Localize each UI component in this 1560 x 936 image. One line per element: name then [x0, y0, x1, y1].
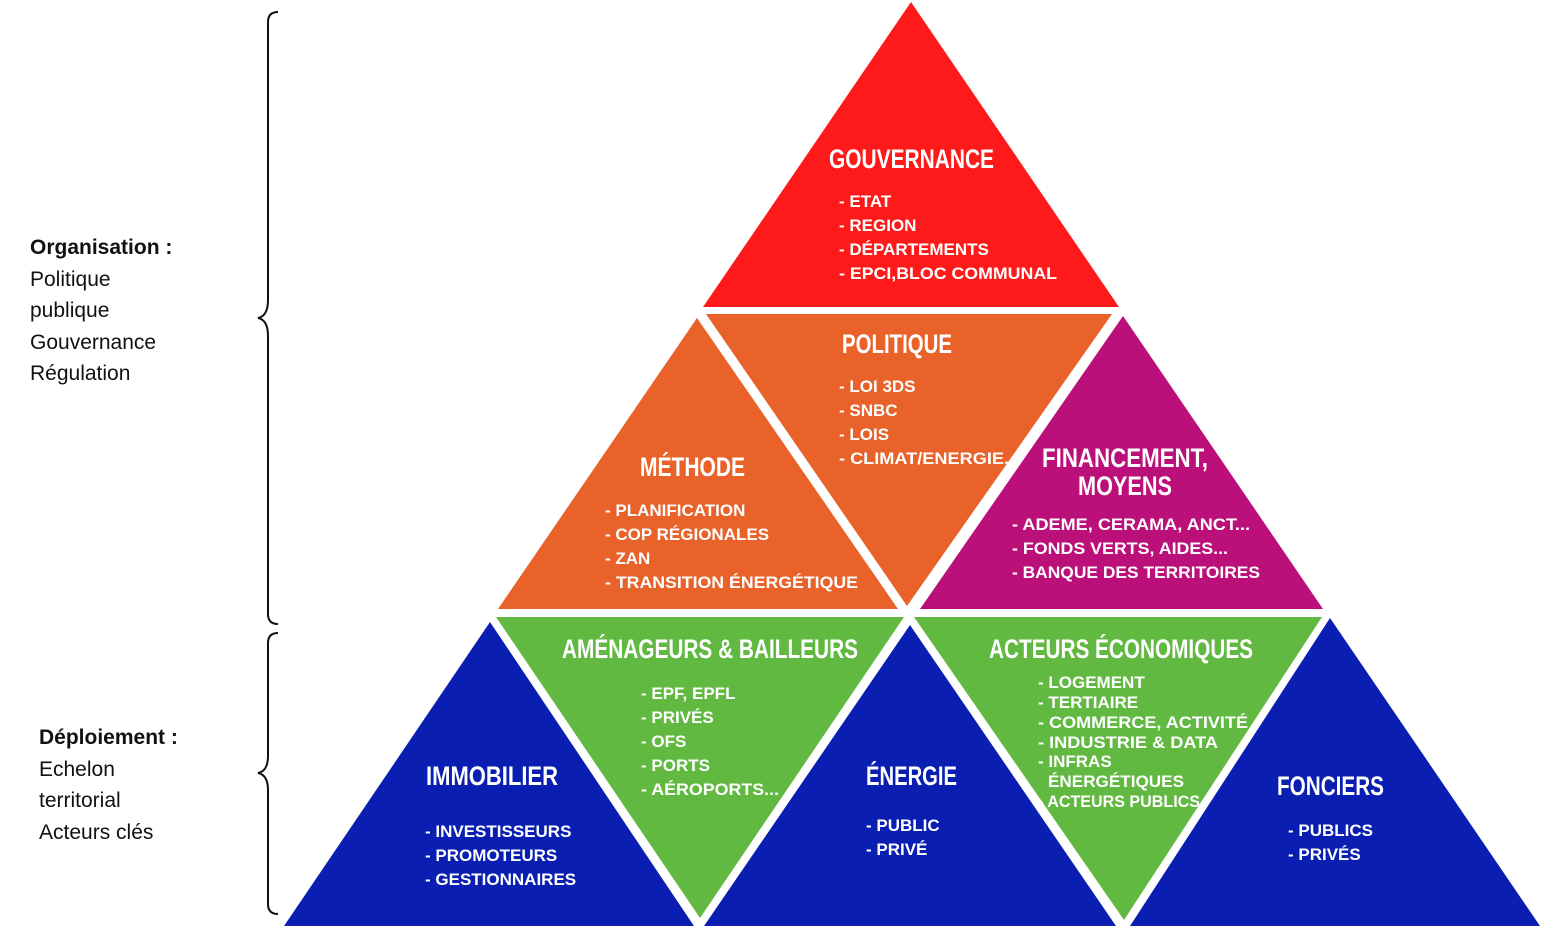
financement-title: FINANCEMENT,	[1042, 443, 1208, 473]
deploiement-line: Echelon	[39, 757, 115, 781]
politique-item: - SNBC	[839, 401, 898, 420]
gouvernance-title: GOUVERNANCE	[829, 144, 994, 174]
immobilier-item: - INVESTISSEURS	[425, 822, 571, 841]
financement-item: - ADEME, CERAMA, ANCT...	[1012, 515, 1250, 534]
fonciers-item: - PRIVÉS	[1288, 845, 1361, 864]
triangle-fonciers	[1130, 618, 1540, 926]
triangle-amenageurs	[496, 617, 904, 918]
amenageurs-item: - PRIVÉS	[641, 708, 714, 727]
triangle-politique	[706, 314, 1112, 606]
financement-item: - BANQUE DES TERRITOIRES	[1012, 563, 1260, 582]
energie-item: - PRIVÉ	[866, 840, 927, 859]
methode-item: - PLANIFICATION	[605, 501, 745, 520]
financement-item: - FONDS VERTS, AIDES...	[1012, 539, 1228, 558]
gouvernance-item: - EPCI,BLOC COMMUNAL	[839, 264, 1057, 283]
deploiement-label: Déploiement : Echelon territorial Acteur…	[39, 722, 178, 848]
acteurs-title: ACTEURS ÉCONOMIQUES	[989, 633, 1253, 664]
acteurs-item: ÉNERGÉTIQUES	[1048, 772, 1184, 791]
politique-item: - LOIS	[839, 425, 889, 444]
deploiement-line: territorial	[39, 789, 121, 812]
methode-item: - TRANSITION ÉNERGÉTIQUE	[605, 573, 858, 592]
gouvernance-item: - DÉPARTEMENTS	[839, 240, 989, 259]
acteurs-item: - LOGEMENT	[1038, 673, 1145, 692]
politique-title: POLITIQUE	[842, 329, 952, 359]
amenageurs-item: - OFS	[641, 732, 686, 751]
acteurs-item: - INDUSTRIE & DATA	[1038, 733, 1218, 752]
triangle-financement	[920, 316, 1323, 609]
triangle-methode	[498, 318, 898, 609]
deploiement-title: Déploiement :	[39, 726, 178, 749]
triangle-gouvernance	[703, 2, 1119, 307]
organisation-label: Organisation : Politique publique Gouver…	[30, 232, 172, 390]
brace-organisation	[257, 11, 279, 625]
gouvernance-item: - ETAT	[839, 192, 892, 211]
amenageurs-item: - AÉROPORTS...	[641, 780, 779, 799]
organisation-line: Gouvernance	[30, 330, 157, 354]
politique-item: - CLIMAT/ENERGIE.	[839, 449, 1009, 468]
triangle-energie	[704, 625, 1116, 926]
politique-item: - LOI 3DS	[839, 377, 916, 396]
energie-item: - PUBLIC	[866, 816, 940, 835]
immobilier-item: - GESTIONNAIRES	[425, 870, 576, 889]
acteurs-item: - COMMERCE, ACTIVITÉ	[1038, 713, 1248, 732]
triangle-acteurs	[914, 617, 1322, 920]
triangle-immobilier	[284, 622, 694, 926]
fonciers-item: - PUBLICS	[1288, 821, 1373, 840]
brace-deploiement	[257, 632, 279, 915]
amenageurs-item: - EPF, EPFL	[641, 684, 735, 703]
acteurs-item: - TERTIAIRE	[1038, 693, 1138, 712]
methode-item: - ZAN	[605, 549, 650, 568]
organisation-line: publique	[30, 299, 110, 322]
immobilier-item: - PROMOTEURS	[425, 846, 557, 865]
amenageurs-title: AMÉNAGEURS & BAILLEURS	[562, 633, 858, 664]
immobilier-title: IMMOBILIER	[426, 761, 558, 791]
fonciers-title: FONCIERS	[1277, 771, 1384, 801]
methode-title: MÉTHODE	[640, 451, 745, 482]
amenageurs-item: - PORTS	[641, 756, 710, 775]
energie-title: ÉNERGIE	[866, 760, 957, 791]
acteurs-item: - INFRAS	[1038, 752, 1112, 771]
organisation-line: Régulation	[30, 362, 131, 385]
financement-title: MOYENS	[1078, 471, 1172, 501]
deploiement-line: Acteurs clés	[39, 820, 154, 844]
organisation-line: Politique	[30, 267, 111, 291]
gouvernance-item: - REGION	[839, 216, 916, 235]
organisation-title: Organisation :	[30, 236, 173, 259]
acteurs-item: - ACTEURS PUBLICS	[1038, 792, 1200, 811]
methode-item: - COP RÉGIONALES	[605, 525, 769, 544]
